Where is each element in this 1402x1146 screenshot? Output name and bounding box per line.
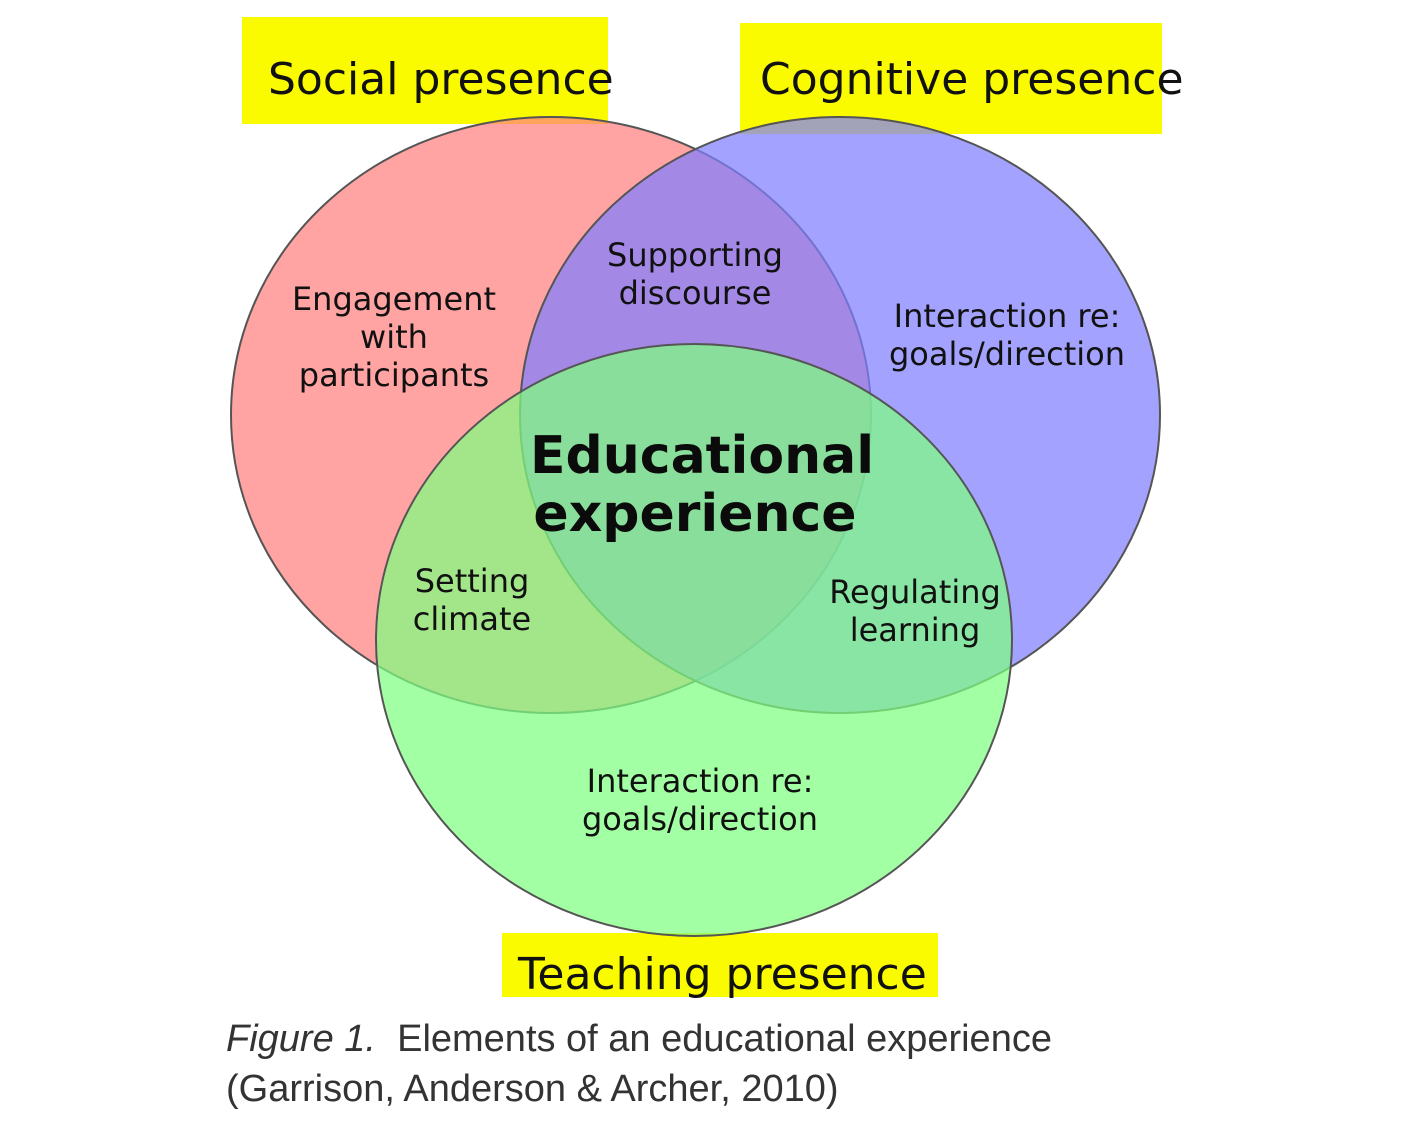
figure-caption: Figure 1. Elements of an educational exp… (226, 1014, 1052, 1114)
teaching-presence-label: Teaching presence (518, 949, 927, 1000)
figure-number: Figure 1. (226, 1018, 376, 1060)
cognitive-teaching-text: Regulating learning (829, 573, 1001, 649)
teaching-only-text: Interaction re: goals/direction (581, 762, 819, 838)
figure-title: Elements of an educational experience (397, 1018, 1052, 1060)
caption-citation: (Garrison, Anderson & Archer, 2010) (226, 1068, 839, 1110)
cognitive-only-text: Interaction re: goals/direction (888, 297, 1126, 373)
social-teaching-text: Setting climate (412, 562, 532, 638)
social-only-text: Engagement with participants (291, 280, 497, 394)
teaching-presence-circle (375, 343, 1013, 937)
social-cognitive-text: Supporting discourse (607, 236, 783, 312)
cognitive-presence-label: Cognitive presence (760, 54, 1184, 105)
social-label-highlight (242, 17, 608, 124)
caption-line-1: Figure 1. Elements of an educational exp… (226, 1014, 1052, 1064)
teaching-label-highlight (502, 933, 938, 997)
educational-experience-text: Educational experience (530, 426, 875, 544)
social-presence-label: Social presence (268, 54, 614, 105)
cognitive-label-highlight (740, 23, 1162, 134)
